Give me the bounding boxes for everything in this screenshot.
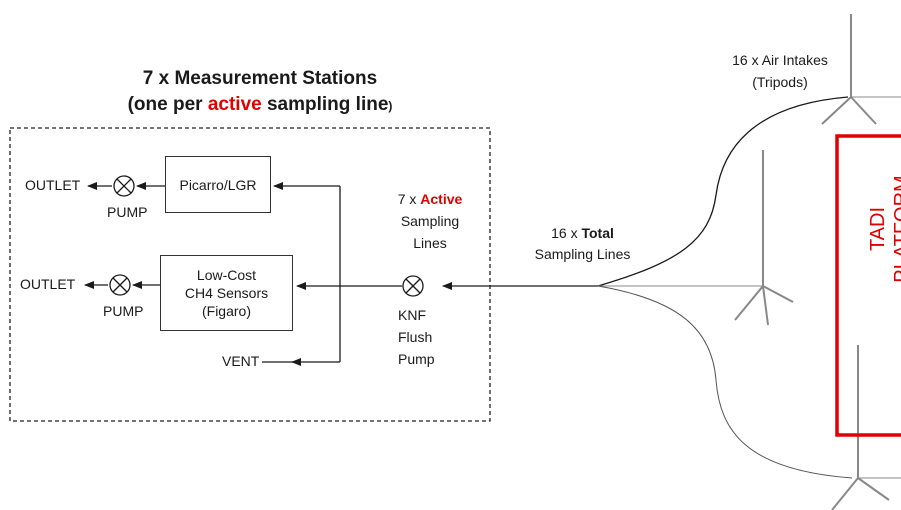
tripod-bottom-icon <box>831 345 901 510</box>
sensors-box: Low-Cost CH4 Sensors (Figaro) <box>160 255 293 331</box>
active-lines-active-word: Active <box>420 191 463 207</box>
title-suffix: sampling line <box>261 94 389 115</box>
title-line-2: (one per active sampling line) <box>100 93 420 118</box>
outlet-top-label: OUTLET <box>25 177 81 193</box>
knf-line-2: Flush <box>398 329 433 345</box>
sampling-line-upper <box>597 96 849 287</box>
active-lines-prefix: 7 x <box>397 191 421 207</box>
title-line-1: 7 x Measurement Stations <box>142 68 378 89</box>
pump-top-icon <box>113 175 135 197</box>
vent-label: VENT <box>222 353 260 369</box>
analyzer-label: Picarro/LGR <box>179 176 257 193</box>
total-lines-total-word: Total <box>581 225 614 241</box>
tadi-platform-label: TADI PLATFORM <box>866 159 901 299</box>
analyzer-box: Picarro/LGR <box>165 156 271 213</box>
tripod-top-icon <box>821 14 901 125</box>
outlet-bottom-label: OUTLET <box>20 276 76 292</box>
active-lines-line-3: Lines <box>413 235 447 251</box>
sensors-line-2: CH4 Sensors <box>184 285 269 301</box>
pump-bottom-icon <box>109 274 131 296</box>
station-enclosure <box>9 127 491 422</box>
tadi-platform-outline <box>835 134 901 437</box>
active-lines-line-1: 7 x Active <box>380 191 480 208</box>
title-close-paren: ) <box>388 99 393 113</box>
total-lines-line-1: 16 x Total <box>515 225 650 242</box>
knf-line-3: Pump <box>398 351 435 367</box>
air-intakes-line-2: (Tripods) <box>752 74 808 90</box>
total-lines-line-2: Sampling Lines <box>534 246 631 262</box>
title-active-word: active <box>207 94 262 115</box>
tadi-platform-line-1: TADI <box>867 206 889 252</box>
total-lines-prefix: 16 x <box>551 225 582 241</box>
air-intakes-line-1: 16 x Air Intakes <box>732 52 828 68</box>
pump-top-label: PUMP <box>107 204 148 220</box>
pump-bottom-label: PUMP <box>103 303 144 319</box>
sensors-line-1: Low-Cost <box>196 267 257 283</box>
tripod-middle-icon <box>734 150 794 326</box>
title-prefix: (one per <box>127 94 208 115</box>
knf-line-1: KNF <box>398 307 426 323</box>
knf-pump-icon <box>402 275 424 297</box>
active-lines-line-2: Sampling <box>400 213 460 229</box>
tadi-platform-line-2: PLATFORM <box>891 175 901 283</box>
sensors-line-3: (Figaro) <box>201 303 251 319</box>
sampling-line-lower <box>597 285 853 479</box>
